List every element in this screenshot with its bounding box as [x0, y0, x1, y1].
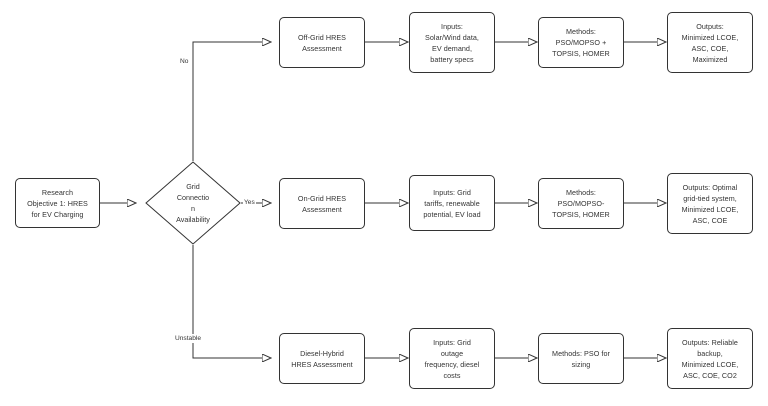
- node-diesel-hybrid-assessment[interactable]: Diesel-Hybrid HRES Assessment: [279, 333, 365, 384]
- edge-label-no: No: [179, 57, 190, 66]
- node-on-grid-assessment[interactable]: On-Grid HRES Assessment: [279, 178, 365, 229]
- node-diesel-hybrid-inputs-label: Inputs: Grid outage frequency, diesel co…: [424, 337, 480, 380]
- node-off-grid-inputs-label: Inputs: Solar/Wind data, EV demand, batt…: [425, 21, 479, 64]
- node-off-grid-inputs[interactable]: Inputs: Solar/Wind data, EV demand, batt…: [409, 12, 495, 73]
- node-diesel-hybrid-inputs[interactable]: Inputs: Grid outage frequency, diesel co…: [409, 328, 495, 389]
- node-off-grid-assessment-label: Off-Grid HRES Assessment: [297, 32, 347, 53]
- edge-label-yes: Yes: [243, 198, 256, 207]
- node-off-grid-assessment[interactable]: Off-Grid HRES Assessment: [279, 17, 365, 68]
- node-diesel-hybrid-methods-label: Methods: PSO for sizing: [552, 348, 610, 369]
- node-research-objective[interactable]: Research Objective 1: HRES for EV Chargi…: [15, 178, 100, 228]
- node-diesel-hybrid-methods[interactable]: Methods: PSO for sizing: [538, 333, 624, 384]
- node-diesel-hybrid-outputs[interactable]: Outputs: Reliable backup, Minimized LCOE…: [667, 328, 753, 389]
- edge-label-unstable: Unstable: [174, 334, 203, 343]
- node-on-grid-inputs[interactable]: Inputs: Grid tariffs, renewable potentia…: [409, 175, 495, 231]
- node-research-objective-label: Research Objective 1: HRES for EV Chargi…: [27, 187, 88, 219]
- node-off-grid-methods-label: Methods: PSO/MOPSO + TOPSIS, HOMER: [552, 27, 610, 58]
- node-on-grid-outputs[interactable]: Outputs: Optimal grid-tied system, Minim…: [667, 173, 753, 234]
- node-on-grid-assessment-label: On-Grid HRES Assessment: [297, 193, 347, 214]
- node-grid-connection-availability[interactable]: Grid Connectio n Availability: [145, 161, 241, 245]
- edge-no: [192, 42, 271, 161]
- node-diesel-hybrid-assessment-label: Diesel-Hybrid HRES Assessment: [291, 348, 353, 369]
- node-on-grid-methods-label: Methods: PSO/MOPSO- TOPSIS, HOMER: [552, 188, 610, 219]
- node-off-grid-outputs-label: Outputs: Minimized LCOE, ASC, COE, Maxim…: [681, 21, 739, 64]
- diamond-shape: [145, 161, 241, 245]
- node-off-grid-methods[interactable]: Methods: PSO/MOPSO + TOPSIS, HOMER: [538, 17, 624, 68]
- node-on-grid-outputs-label: Outputs: Optimal grid-tied system, Minim…: [681, 182, 739, 225]
- node-on-grid-methods[interactable]: Methods: PSO/MOPSO- TOPSIS, HOMER: [538, 178, 624, 229]
- node-off-grid-outputs[interactable]: Outputs: Minimized LCOE, ASC, COE, Maxim…: [667, 12, 753, 73]
- node-diesel-hybrid-outputs-label: Outputs: Reliable backup, Minimized LCOE…: [681, 337, 739, 380]
- node-grid-connection-availability-label: Grid Connectio n Availability: [176, 182, 210, 224]
- edge-unstable: [192, 245, 271, 358]
- node-on-grid-inputs-label: Inputs: Grid tariffs, renewable potentia…: [423, 187, 481, 219]
